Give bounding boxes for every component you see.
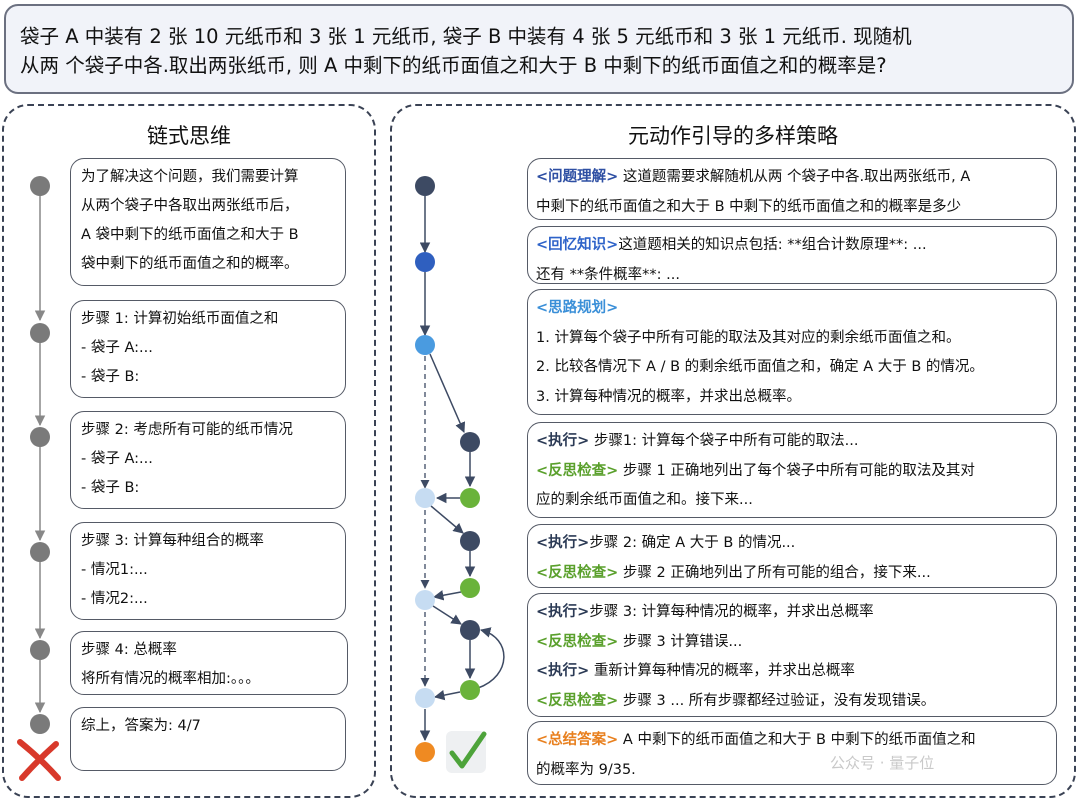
exec4-tag: <执行> [536, 663, 590, 679]
cot-step4-box: 步骤 4: 总概率 将所有情况的概率相加:。。。 [70, 631, 348, 695]
green-check-icon [446, 731, 487, 773]
summary-node [415, 742, 435, 762]
question-line-2: 从两 个袋子中各.取出两张纸币, 则 A 中剩下的纸币面值之和大于 B 中剩下的… [20, 54, 887, 77]
cot-node [30, 427, 50, 447]
reflect1-tag: <反思检查> [536, 462, 619, 479]
cot-step3-box: 步骤 3: 计算每种组合的概率 - 情况1:... - 情况2:... [70, 522, 346, 620]
understand-node [415, 176, 435, 196]
cot-step4-line: 步骤 4: 总概率 [81, 642, 177, 658]
cot-step3-line: 步骤 3: 计算每种组合的概率 [81, 533, 264, 549]
exec4-text: 重新计算每种情况的概率，并求出总概率 [589, 663, 855, 679]
understand-box: <问题理解> 这道题需要求解随机从两 个袋子中各.取出两张纸币, A 中剩下的纸… [527, 158, 1057, 220]
cot-step1-line: - 袋子 B: [81, 369, 140, 385]
reflect2-tag: <反思检查> [536, 564, 619, 581]
cot-step2-line: 步骤 2: 考虑所有可能的纸币情况 [81, 422, 293, 438]
exec-reflect-1-box: <执行> 步骤1: 计算每个袋子中所有可能的取法... <反思检查> 步骤 1 … [527, 422, 1057, 518]
meta-action-panel [390, 104, 1076, 798]
plan-box: <思路规划> 1. 计算每个袋子中所有可能的取法及其对应的剩余纸币面值之和。 2… [527, 289, 1057, 415]
reflect3-text: 步骤 3 计算错误... [618, 633, 743, 650]
reflect-node [460, 488, 480, 508]
exec1-tag: <执行> [536, 433, 590, 449]
cot-step3-line: - 情况1:... [81, 562, 148, 578]
reflect-node [460, 578, 480, 598]
cot-step1-box: 步骤 1: 计算初始纸币面值之和 - 袋子 A:... - 袋子 B: [70, 300, 346, 398]
plan-node [415, 488, 435, 508]
understand-text: 这道题需要求解随机从两 个袋子中各.取出两张纸币, A [618, 169, 971, 185]
exec1-text: 步骤1: 计算每个袋子中所有可能的取法... [589, 433, 859, 449]
exec3-tag: <执行> [536, 604, 590, 620]
reflect2-text: 步骤 2 正确地列出了所有可能的组合，接下来... [618, 564, 931, 581]
question-box: 袋子 A 中装有 2 张 10 元纸币和 3 张 1 元纸币, 袋子 B 中装有… [4, 4, 1074, 94]
chain-of-thought-title: 链式思维 [147, 124, 231, 148]
exec-reflect-2-box: <执行>步骤 2: 确定 A 大于 B 的情况... <反思检查> 步骤 2 正… [527, 524, 1057, 588]
cot-step2-box: 步骤 2: 考虑所有可能的纸币情况 - 袋子 A:... - 袋子 B: [70, 411, 346, 509]
red-cross-icon [17, 739, 61, 781]
meta-action-title: 元动作引导的多样策略 [628, 124, 838, 148]
reflect4-tag: <反思检查> [536, 692, 619, 709]
reflect1-line2: 应的剩余纸币面值之和。接下来... [536, 492, 753, 508]
cot-step3-line: - 情况2:... [81, 591, 148, 607]
plan-item-2: 2. 比较各情况下 A / B 的剩余纸币面值之和，确定 A 大于 B 的情况。 [536, 359, 984, 375]
watermark: 公众号 · 量子位 [830, 754, 935, 772]
recall-box: <回忆知识>这道题相关的知识点包括: **组合计数原理**: ... 还有 **… [527, 226, 1057, 284]
plan-node [415, 688, 435, 708]
cot-node [30, 176, 50, 196]
cot-intro-line: A 袋中剩下的纸币面值之和大于 B [81, 227, 299, 243]
reflect1-text: 步骤 1 正确地列出了每个袋子中所有可能的取法及其对 [618, 462, 975, 479]
cot-node [30, 323, 50, 343]
plan-tag: <思路规划> [536, 300, 619, 316]
recall-text: 这道题相关的知识点包括: **组合计数原理**: ... [618, 237, 927, 253]
exec-node [460, 432, 480, 452]
cot-step4-line: 将所有情况的概率相加:。。。 [81, 671, 260, 687]
exec2-tag: <执行> [536, 535, 590, 551]
chain-of-thought-panel [2, 104, 376, 798]
exec3-text: 步骤 3: 计算每种情况的概率，并求出总概率 [589, 604, 874, 620]
understand-tag: <问题理解> [536, 169, 619, 185]
cot-intro-line: 从两个袋子中各取出两张纸币后， [81, 198, 299, 214]
question-line-1: 袋子 A 中装有 2 张 10 元纸币和 3 张 1 元纸币, 袋子 B 中装有… [20, 25, 912, 48]
cot-node [30, 714, 50, 734]
summary-tag: <总结答案> [536, 732, 619, 748]
plan-item-3: 3. 计算每种情况的概率，并求出总概率。 [536, 388, 801, 405]
exec-node [460, 531, 480, 551]
summary-box: <总结答案> A 中剩下的纸币面值之和大于 B 中剩下的纸币面值之和 的概率为 … [527, 721, 1057, 785]
plan-item-1: 1. 计算每个袋子中所有可能的取法及其对应的剩余纸币面值之和。 [536, 329, 961, 346]
cot-node [30, 542, 50, 562]
reflect4-text: 步骤 3 ... 所有步骤都经过验证，没有发现错误。 [618, 692, 936, 709]
reflect3-tag: <反思检查> [536, 633, 619, 650]
cot-answer-line: 综上，答案为: 4/7 [81, 718, 201, 734]
cot-intro-box: 为了解决这个问题，我们需要计算 从两个袋子中各取出两张纸币后， A 袋中剩下的纸… [70, 158, 346, 286]
cot-intro-line: 袋中剩下的纸币面值之和的概率。 [81, 256, 299, 272]
summary-text: A 中剩下的纸币面值之和大于 B 中剩下的纸币面值之和 [618, 732, 976, 748]
recall-node [415, 252, 435, 272]
recall-tag: <回忆知识> [536, 237, 619, 253]
cot-chain [30, 176, 50, 734]
summary-line2: 的概率为 9/35. [536, 761, 636, 778]
cot-node [30, 640, 50, 660]
exec2-text: 步骤 2: 确定 A 大于 B 的情况... [589, 535, 796, 551]
cot-step1-line: - 袋子 A:... [81, 340, 153, 356]
exec-node [460, 620, 480, 640]
exec-reflect-3-box: <执行>步骤 3: 计算每种情况的概率，并求出总概率 <反思检查> 步骤 3 计… [527, 593, 1057, 717]
understand-line2: 中剩下的纸币面值之和大于 B 中剩下的纸币面值之和的概率是多少 [536, 198, 962, 215]
recall-line2: 还有 **条件概率**: ... [536, 266, 680, 283]
plan-node [415, 590, 435, 610]
cot-step2-line: - 袋子 A:... [81, 451, 153, 467]
plan-node [415, 335, 435, 355]
cot-intro-line: 为了解决这个问题，我们需要计算 [81, 169, 299, 185]
meta-action-graph [415, 176, 505, 762]
cot-step2-line: - 袋子 B: [81, 480, 140, 496]
cot-answer-box: 综上，答案为: 4/7 [70, 707, 346, 771]
reflect-node [460, 680, 480, 700]
cot-step1-line: 步骤 1: 计算初始纸币面值之和 [81, 311, 279, 327]
